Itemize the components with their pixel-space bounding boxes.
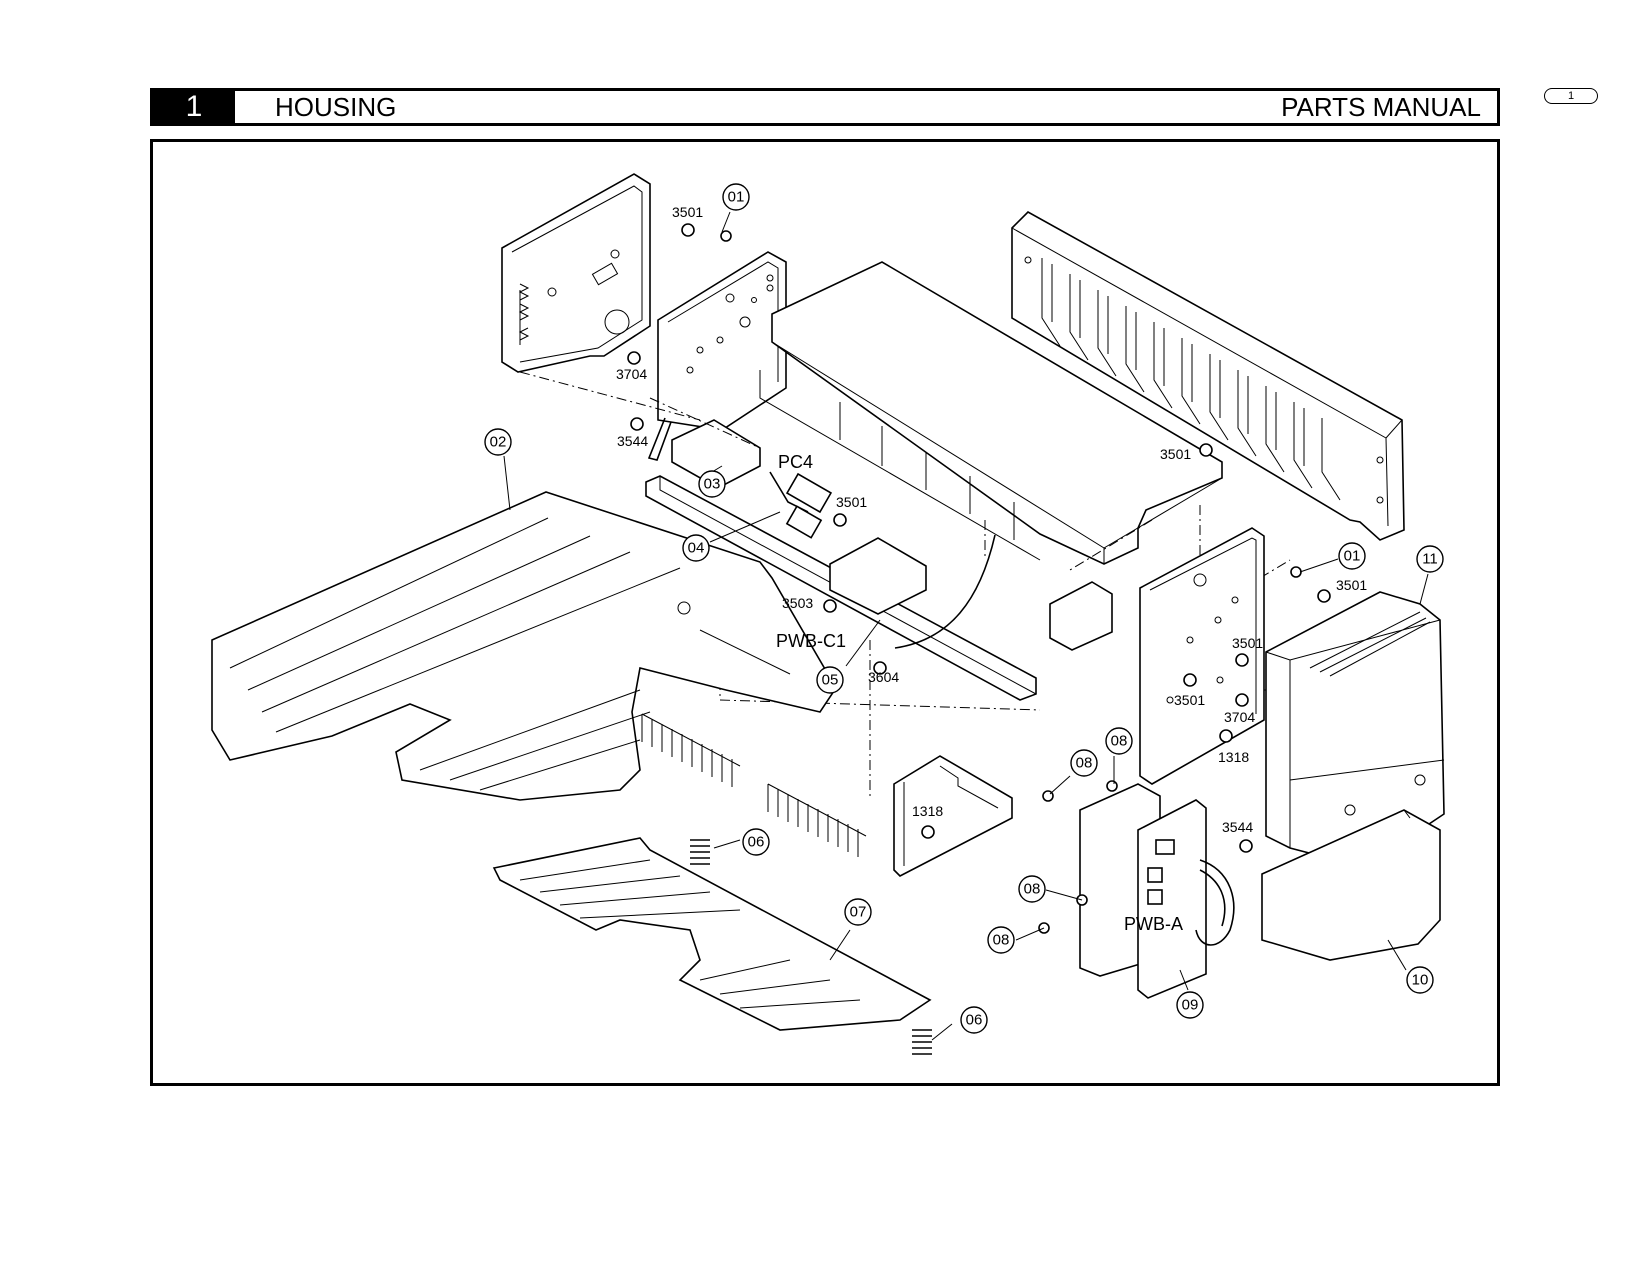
rail-assembly <box>645 417 1113 701</box>
screw-label-3503: 3503 <box>782 595 813 611</box>
callout-03[interactable]: 03 <box>698 470 726 498</box>
svg-text:07: 07 <box>850 904 867 921</box>
svg-text:01: 01 <box>1344 548 1361 565</box>
callout-01-right[interactable]: 01 <box>1338 542 1366 570</box>
lower-bracket <box>893 755 1013 877</box>
top-center-cover <box>759 261 1223 565</box>
connector-label-pwb-c1: PWB-C1 <box>776 631 846 651</box>
section-title: HOUSING <box>275 91 397 122</box>
callout-01-upper[interactable]: 01 <box>722 183 750 211</box>
screw-label-3501: 3501 <box>1336 577 1367 593</box>
screw-label-3704: 3704 <box>1224 709 1255 725</box>
screw-glyphs <box>627 223 1331 934</box>
rear-louvered-cover <box>1011 211 1405 541</box>
svg-text:11: 11 <box>1422 551 1438 568</box>
callout-08-b[interactable]: 08 <box>1105 727 1133 755</box>
callout-10[interactable]: 10 <box>1406 966 1434 994</box>
callout-02[interactable]: 02 <box>484 428 512 456</box>
svg-text:03: 03 <box>704 476 721 493</box>
section-number: 1 <box>153 90 235 123</box>
callout-04[interactable]: 04 <box>682 534 710 562</box>
screw-label-3501: 3501 <box>836 494 867 510</box>
svg-text:05: 05 <box>822 672 839 689</box>
screw-label-3544: 3544 <box>1222 819 1253 835</box>
callout-07[interactable]: 07 <box>844 898 872 926</box>
leader-lines <box>503 211 1429 1041</box>
svg-text:08: 08 <box>1076 755 1093 772</box>
screw-label-3544: 3544 <box>617 433 648 449</box>
right-lower-cover <box>1261 809 1441 961</box>
screw-label-1318: 1318 <box>1218 749 1249 765</box>
svg-text:08: 08 <box>1111 733 1128 750</box>
screw-label-3704: 3704 <box>616 366 647 382</box>
manual-title: PARTS MANUAL <box>1281 91 1481 122</box>
callout-08-d[interactable]: 08 <box>987 926 1015 954</box>
screw-label-3501: 3501 <box>1174 692 1205 708</box>
connector-label-pc4: PC4 <box>778 452 813 472</box>
svg-text:02: 02 <box>490 434 507 451</box>
callout-09[interactable]: 09 <box>1176 991 1204 1019</box>
screw-label-3604: 3604 <box>868 669 899 685</box>
right-upper-cover <box>1265 591 1445 861</box>
right-inner-plate <box>1139 527 1265 785</box>
svg-text:08: 08 <box>1024 881 1041 898</box>
lower-tray <box>492 837 932 1031</box>
callout-05[interactable]: 05 <box>816 666 844 694</box>
screw-label-3501: 3501 <box>1160 446 1191 462</box>
svg-text:08: 08 <box>993 932 1010 949</box>
callout-08-a[interactable]: 08 <box>1070 749 1098 777</box>
screw-label-1318: 1318 <box>912 803 943 819</box>
section-header: 1 HOUSING PARTS MANUAL <box>150 88 1500 126</box>
callout-11[interactable]: 11 <box>1416 545 1444 573</box>
svg-text:10: 10 <box>1412 972 1429 989</box>
screw-label-3501: 3501 <box>672 204 703 220</box>
springs <box>690 839 932 1055</box>
diagram-frame <box>150 139 1500 1086</box>
brush-strips <box>641 713 867 857</box>
callout-06-lower[interactable]: 06 <box>960 1006 988 1034</box>
left-side-frame <box>501 173 651 373</box>
connector-label-pwb-a: PWB-A <box>1124 914 1183 934</box>
exit-tray <box>211 491 837 801</box>
svg-text:01: 01 <box>728 189 745 206</box>
left-inner-plate <box>657 251 787 431</box>
svg-text:09: 09 <box>1182 997 1199 1014</box>
svg-text:06: 06 <box>966 1012 983 1029</box>
pwb-a-board <box>1079 783 1235 999</box>
callout-06-upper[interactable]: 06 <box>742 828 770 856</box>
page-tab[interactable]: 1 <box>1544 88 1598 104</box>
callout-08-c[interactable]: 08 <box>1018 875 1046 903</box>
screw-label-3501: 3501 <box>1232 635 1263 651</box>
svg-text:06: 06 <box>748 834 765 851</box>
svg-text:04: 04 <box>688 540 705 557</box>
